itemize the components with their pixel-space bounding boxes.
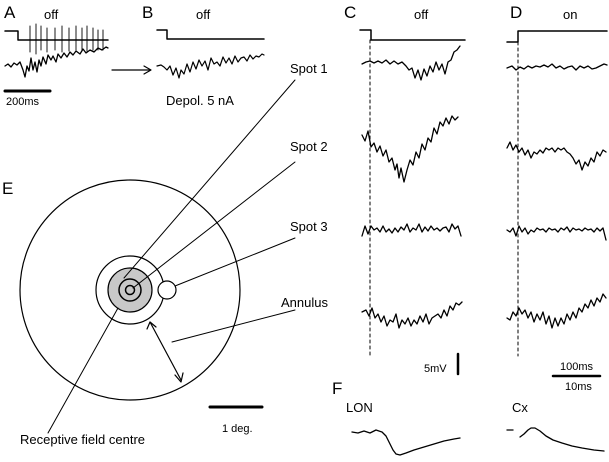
panel-c-trace-spot1 [361,45,461,81]
panel-d-state: on [563,7,578,22]
spot-2-pointer [132,161,296,289]
spot-1-pointer [123,79,296,279]
panel-f-trace-cx [519,427,605,452]
panel-c-trace-annulus [361,301,463,329]
panel-d-scale-label-2: 10ms [565,381,592,393]
receptive-field-centre [107,267,153,313]
panel-d-step [506,30,608,43]
panel-b-letter: B [142,3,154,22]
panel-a-spikes [29,23,104,55]
panel-d-letter: D [510,3,523,22]
panel-b-state: off [196,7,211,22]
panel-f-trace-lon [351,429,461,456]
panel-d-trace-spot2 [506,141,607,171]
rf-centre-pointer [47,307,119,434]
panel-f-trace-label-cx: Cx [512,400,528,415]
arrow-a-to-b [111,65,152,75]
panel-a-step [4,30,109,41]
panel-a-state: off [44,7,59,22]
panel-c-scale-label: 5mV [424,363,447,375]
panel-a-letter: A [4,3,16,22]
panel-c-graphics [359,29,466,376]
annulus-pointer [171,309,296,343]
panel-c-trace-spot2 [361,115,459,183]
stimulus-label-annulus: Annulus [281,295,328,310]
panel-a-graphics [3,23,109,93]
spot-3-circle [157,280,177,300]
panel-d-graphics [506,30,608,378]
panel-c-letter: C [344,3,357,22]
spot-1-circle [118,278,142,302]
panel-b-step [156,29,265,40]
receptive-field-label: Receptive field centre [20,432,146,447]
panel-d-scale-label-1: 100ms [560,361,594,373]
panel-d-trace-spot3 [506,225,607,241]
spot-2-circle [124,284,136,296]
annulus-outer-circle [19,179,241,401]
panel-c-trace-spot3 [361,223,462,237]
stimulus-label-spot-1: Spot 1 [290,61,328,76]
panel-a-scale-label: 200ms [6,96,40,108]
panel-e-graphics [19,79,296,434]
panel-b-caption: Depol. 5 nA [166,93,234,108]
panel-e-scale-label: 1 deg. [222,423,253,435]
annulus-width-arrow [146,321,184,383]
panel-b-graphics [156,29,265,79]
panel-f-graphics [351,427,605,456]
stimulus-label-spot-3: Spot 3 [290,219,328,234]
panel-a-trace [4,46,109,78]
panel-c-state: off [414,7,429,22]
panel-f-letter: F [332,379,343,398]
panel-c-step [359,29,466,41]
spot-3-pointer [174,237,296,287]
panel-d-trace-spot1 [506,63,608,71]
panel-d-trace-annulus [506,293,607,329]
panel-e-letter: E [2,179,14,198]
stimulus-label-spot-2: Spot 2 [290,139,328,154]
panel-f-trace-label-lon: LON [346,400,373,415]
panel-b-trace [156,53,265,79]
